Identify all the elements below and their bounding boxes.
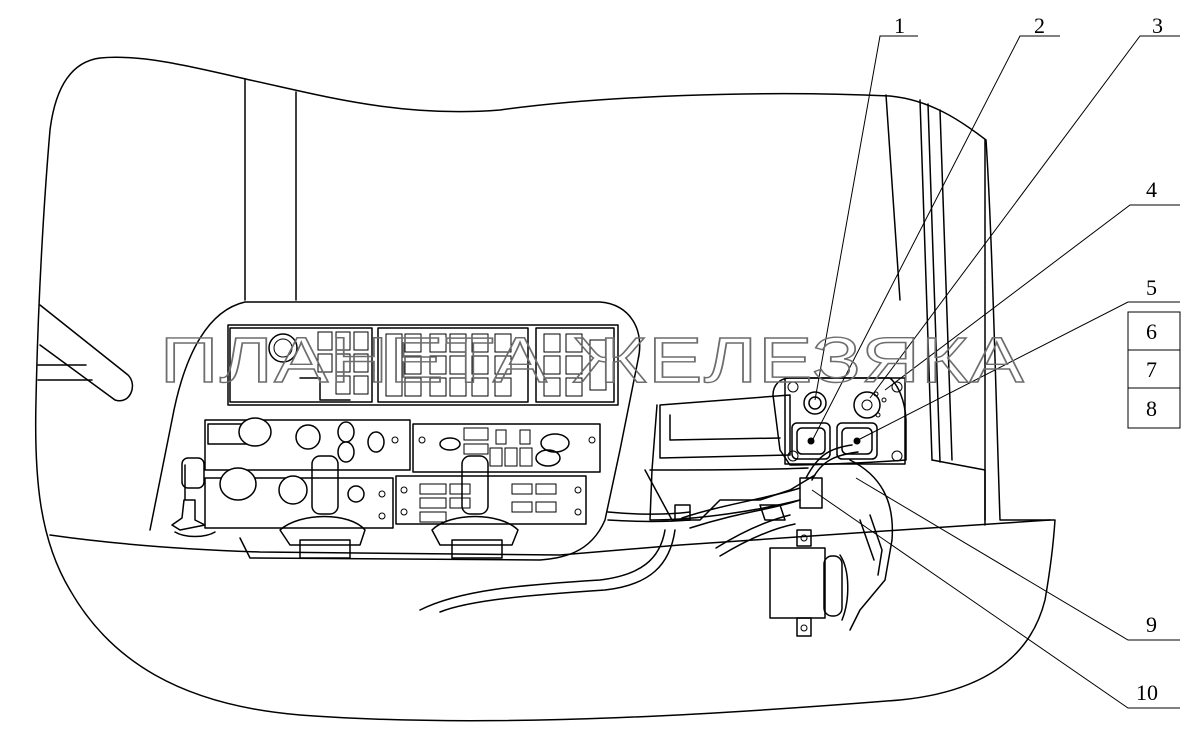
leader-3 (869, 35, 1180, 399)
wiring-harness (419, 444, 894, 631)
callout-7: 7 (1146, 357, 1157, 382)
relay-block (769, 529, 849, 637)
rear-box (649, 394, 801, 521)
leader-4 (884, 204, 1180, 391)
callout-9: 9 (1146, 612, 1157, 637)
hydraulic-block-left (204, 417, 411, 471)
socket-panel (772, 377, 907, 466)
top-switch-panel (227, 324, 619, 406)
middle-control-panel (412, 423, 601, 473)
callout-6: 6 (1146, 319, 1157, 344)
callout-3: 3 (1152, 13, 1163, 38)
leader-2 (811, 35, 1060, 442)
callout-2: 2 (1034, 13, 1045, 38)
callout-5: 5 (1146, 275, 1157, 300)
leader-10 (811, 489, 1180, 709)
steering-bar (37, 304, 134, 402)
joystick-left (279, 455, 366, 559)
callout-4: 4 (1146, 177, 1157, 202)
floor-line (49, 519, 1051, 556)
callout-10: 10 (1136, 680, 1158, 705)
control-console (149, 301, 641, 561)
leader-9 (855, 477, 1180, 641)
watermark: ПЛАНЕТА ЖЕЛЕЗЯКА (160, 324, 1025, 396)
callout-1: 1 (894, 13, 905, 38)
leader-1 (814, 35, 918, 401)
callout-8: 8 (1146, 396, 1157, 421)
cab-pillar-left (244, 79, 297, 301)
view-boundary (34, 56, 1056, 722)
joystick-right (431, 455, 519, 559)
callout-table (1127, 301, 1181, 429)
hydraulic-block-lower (204, 467, 394, 529)
lower-control-panel (395, 475, 587, 525)
cab-pillar-right (885, 94, 986, 526)
